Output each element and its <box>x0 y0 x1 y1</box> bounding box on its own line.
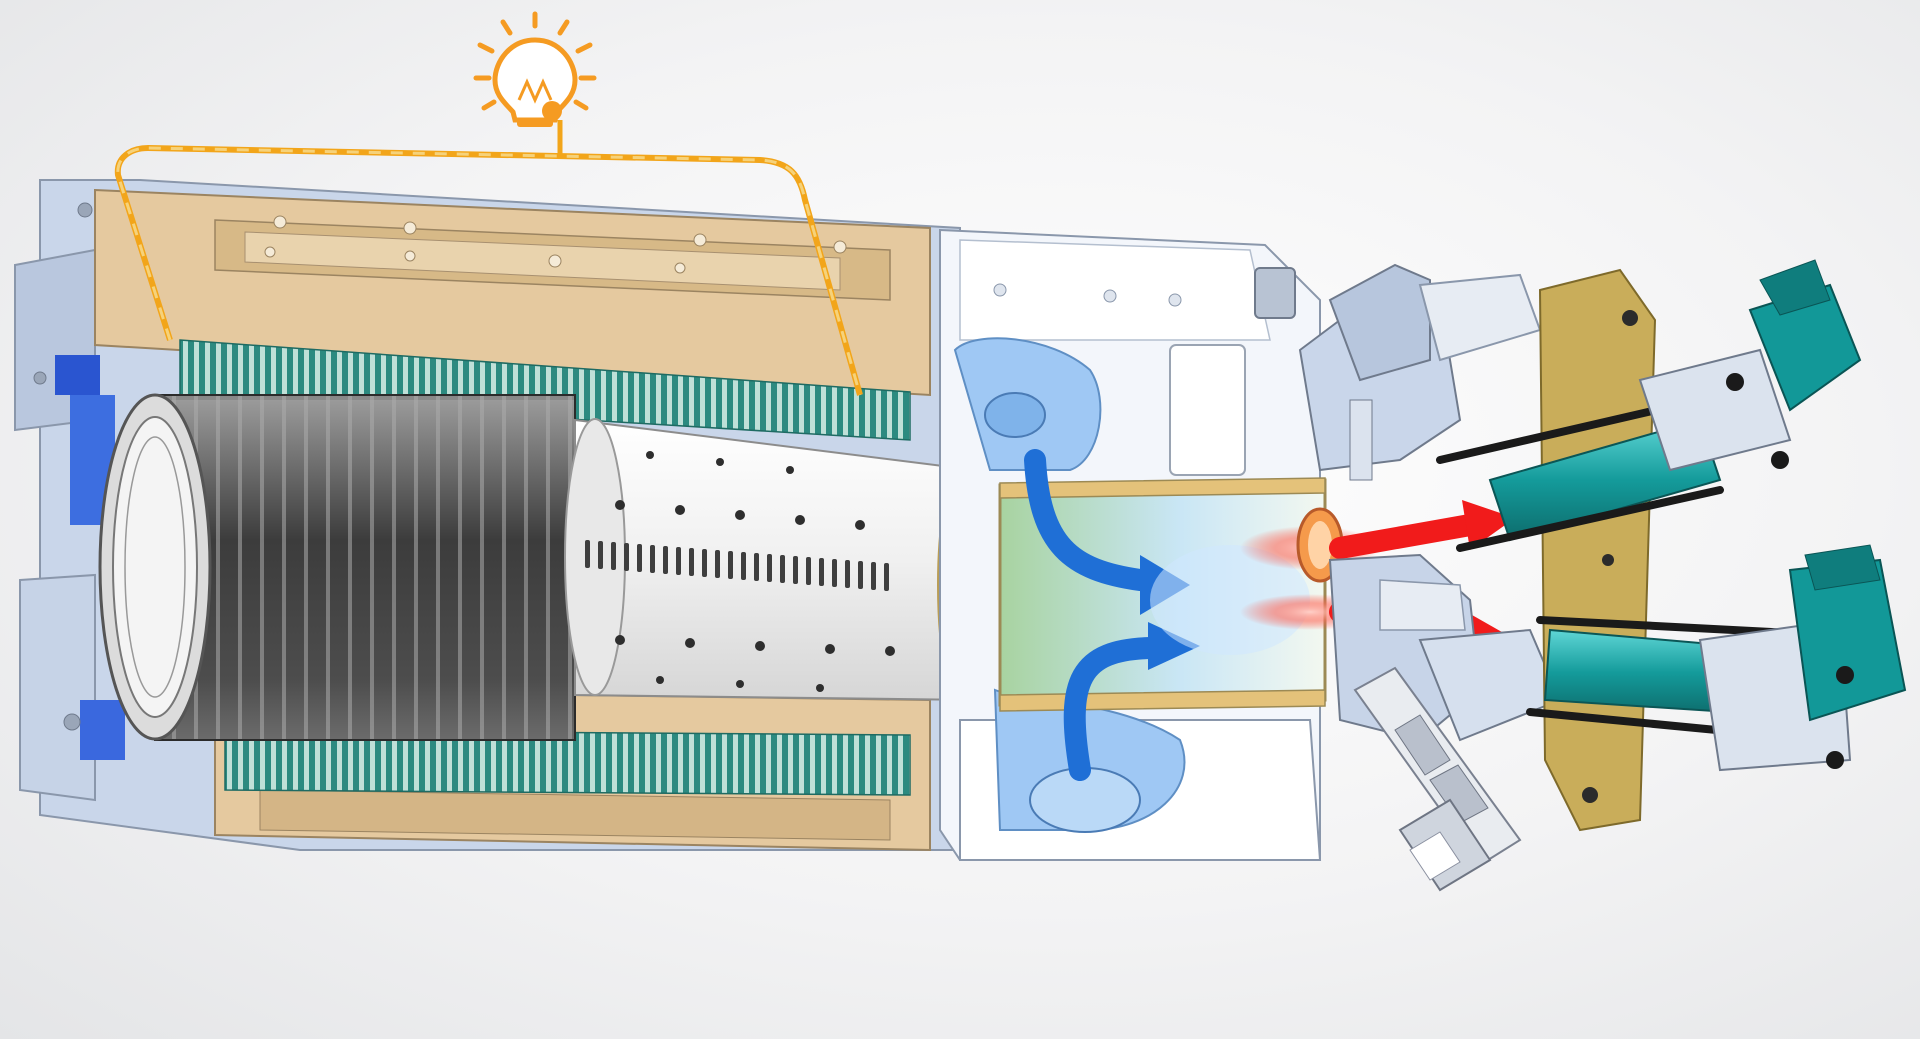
stator-coil-bottom <box>224 729 911 796</box>
lightbulb-icon <box>473 11 597 127</box>
injector-lower <box>1526 544 1907 772</box>
end-bracket-blue <box>55 355 100 395</box>
intake-port-lower <box>993 688 1186 833</box>
spark-plug <box>1353 666 1522 892</box>
mounting-plate <box>1538 268 1657 832</box>
injector-upper <box>1436 259 1862 552</box>
exhaust-arrow-head-upper <box>1462 500 1515 550</box>
intake-flow-arrows <box>1024 449 1310 781</box>
magnet-block-top <box>94 188 931 397</box>
intake-port-upper <box>953 337 1102 471</box>
bulb-rays <box>473 11 597 111</box>
stator-coil-top <box>179 339 911 441</box>
bolt-head <box>1254 267 1296 319</box>
rotor <box>98 393 576 741</box>
shaft-holes <box>615 451 895 692</box>
intake-arrow-head-lower <box>1148 622 1200 670</box>
shaft-slots <box>585 540 889 591</box>
piston-shaft <box>564 418 999 702</box>
